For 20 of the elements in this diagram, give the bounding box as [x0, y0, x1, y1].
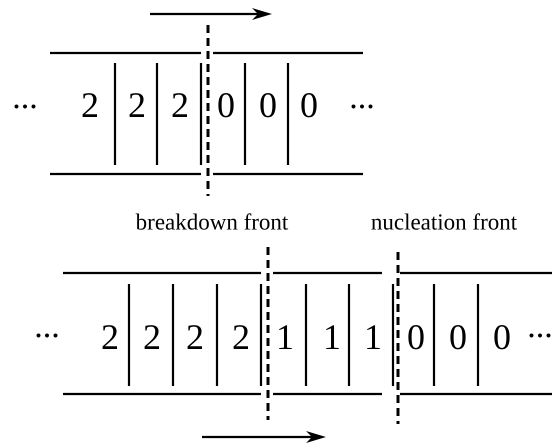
ellipsis: ...	[349, 81, 375, 115]
cell-digit: 2	[232, 319, 250, 355]
cell-digit: 0	[259, 87, 277, 123]
cell-digit: 2	[81, 87, 99, 123]
cell-digit: 2	[143, 319, 161, 355]
cell-digit: 0	[493, 319, 511, 355]
cell-digit: 1	[364, 319, 382, 355]
cell-digit: 1	[276, 319, 294, 355]
ellipsis: ...	[34, 310, 60, 344]
cell-digit: 0	[217, 87, 235, 123]
ellipsis: ...	[527, 310, 553, 344]
cell-digit: 0	[449, 319, 467, 355]
cell-digit: 2	[171, 87, 189, 123]
cell-digit: 0	[300, 87, 318, 123]
ellipsis: ...	[12, 81, 38, 115]
cell-digit: 2	[128, 87, 146, 123]
cell-digit: 1	[323, 319, 341, 355]
cell-digit: 2	[101, 319, 119, 355]
cell-digit: 2	[186, 319, 204, 355]
cell-digit: 0	[407, 319, 425, 355]
